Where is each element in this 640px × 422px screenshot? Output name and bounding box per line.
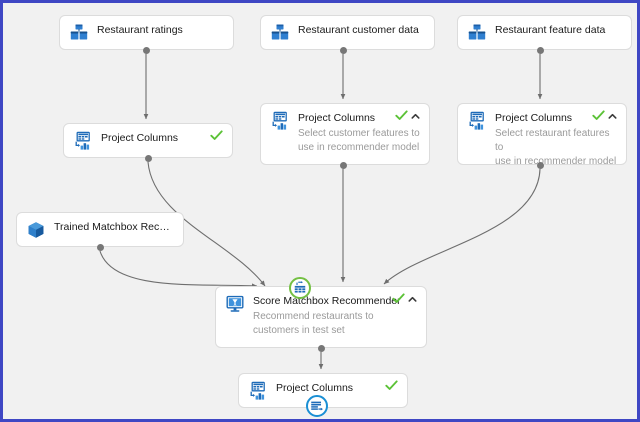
node-status-project-columns-restaurant: [592, 109, 617, 122]
port-score-model-out[interactable]: [317, 344, 325, 352]
model-cube-icon: [26, 220, 46, 240]
node-title: Restaurant feature data: [495, 24, 606, 36]
edge-trained-model-to-score[interactable]: [99, 250, 258, 289]
node-status-project-columns-output: [385, 379, 398, 392]
port-restaurant-customer-out[interactable]: [339, 46, 347, 54]
score-model-icon: [225, 294, 245, 314]
port-restaurant-ratings-out[interactable]: [142, 46, 150, 54]
node-title: Project Columns: [276, 382, 354, 394]
node-trained-matchbox-recommender[interactable]: Trained Matchbox Recommen...: [16, 212, 184, 247]
node-status-project-columns-customer: [395, 109, 420, 122]
project-columns-icon: [270, 111, 290, 131]
edge-restaurant-columns-to-score[interactable]: [383, 168, 541, 285]
node-restaurant-feature-data[interactable]: Restaurant feature data: [457, 15, 632, 50]
port-project-columns-customer-out[interactable]: [339, 161, 347, 169]
status-check-icon: [592, 109, 605, 122]
node-subtitle: Select restaurant features to use in rec…: [495, 128, 617, 167]
node-title: Restaurant customer data: [298, 24, 419, 36]
dataset-icon: [69, 23, 89, 43]
dataset-transfer-icon: [293, 281, 307, 295]
status-check-icon: [385, 379, 398, 392]
port-project-columns-restaurant-out[interactable]: [536, 161, 544, 169]
dataset-output-icon: [310, 399, 324, 413]
node-title: Project Columns: [101, 132, 179, 144]
dataset-icon: [270, 23, 290, 43]
node-title: Restaurant ratings: [97, 24, 183, 36]
node-status-project-columns-ratings: [210, 129, 223, 142]
dataset-icon: [467, 23, 487, 43]
chevron-up-icon[interactable]: [408, 294, 417, 304]
node-project-columns-ratings[interactable]: Project Columns: [63, 123, 233, 158]
chevron-up-icon[interactable]: [411, 111, 420, 121]
node-title: Trained Matchbox Recommen...: [54, 221, 174, 233]
port-project-columns-ratings-out[interactable]: [144, 154, 152, 162]
node-status-score-matchbox-recommender: [392, 292, 417, 305]
project-columns-icon: [467, 111, 487, 131]
status-check-icon: [392, 292, 405, 305]
node-restaurant-customer-data[interactable]: Restaurant customer data: [260, 15, 435, 50]
port-trained-model-out[interactable]: [96, 243, 104, 251]
chevron-up-icon[interactable]: [608, 111, 617, 121]
node-restaurant-ratings[interactable]: Restaurant ratings: [59, 15, 234, 50]
node-subtitle: Recommend restaurants to customers in te…: [253, 311, 374, 336]
badge-score-model-input[interactable]: [289, 277, 311, 299]
node-subtitle: Select customer features to use in recom…: [298, 128, 420, 153]
status-check-icon: [395, 109, 408, 122]
project-columns-icon: [248, 381, 268, 401]
project-columns-icon: [73, 131, 93, 151]
status-check-icon: [210, 129, 223, 142]
port-restaurant-feature-out[interactable]: [536, 46, 544, 54]
badge-output-visualize[interactable]: [306, 395, 328, 417]
